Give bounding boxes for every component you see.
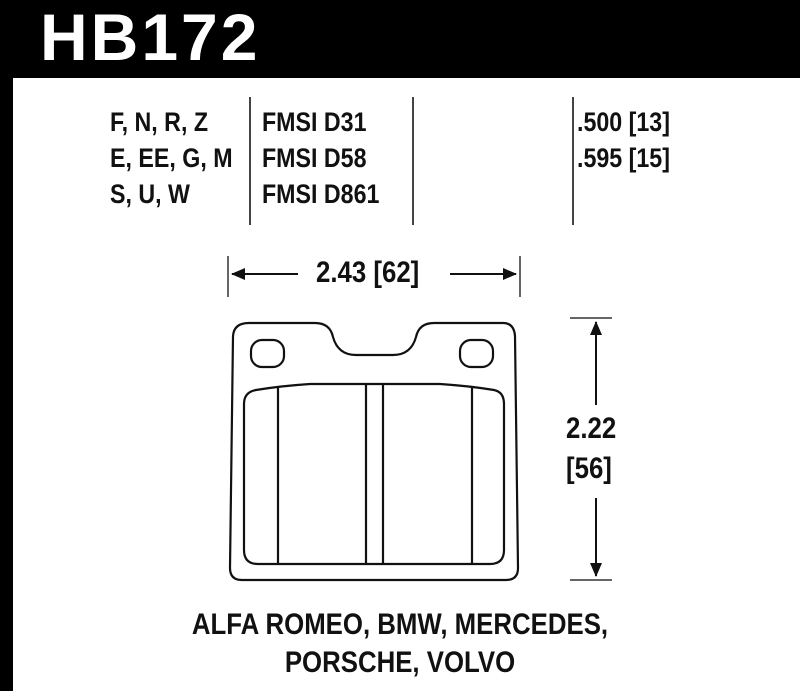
column-divider [412,97,414,225]
applications-line-2: PORSCHE, VOLVO [284,646,516,679]
column-divider [249,97,251,225]
fmsi-number: FMSI D58 [262,143,367,173]
fmsi-number: FMSI D861 [262,179,380,209]
width-dimension [227,256,521,297]
brake-pad-outline [228,321,520,582]
vehicle-applications: ALFA ROMEO, BMW, MERCEDES, PORSCHE, VOLV… [0,606,800,682]
compound-code-row: S, U, W [110,179,190,209]
compound-codes: F, N, R, Z E, EE, G, M S, U, W [110,104,233,212]
width-label: 2.43 [62] [316,256,420,289]
part-number: HB172 [40,0,261,74]
applications-line-1: ALFA ROMEO, BMW, MERCEDES, [191,608,609,641]
mounting-hole-right [458,338,495,369]
fmsi-number: FMSI D31 [262,107,367,137]
header-bar: HB172 [0,0,800,78]
height-label-mm: [56] [566,452,612,485]
left-border [0,78,13,691]
compound-code-row: E, EE, G, M [110,143,233,173]
thickness-value: .500 [13] [577,107,670,137]
mounting-hole-left [249,338,286,369]
column-divider [572,97,574,225]
friction-material [242,382,506,566]
backing-plate [228,321,520,582]
height-label-in: 2.22 [566,412,617,445]
thickness-value: .595 [15] [577,143,670,173]
fmsi-numbers: FMSI D31 FMSI D58 FMSI D861 [262,104,379,212]
thickness-values: .500 [13] .595 [15] [577,104,670,176]
height-dimension [570,317,612,581]
compound-code-row: F, N, R, Z [110,107,209,137]
